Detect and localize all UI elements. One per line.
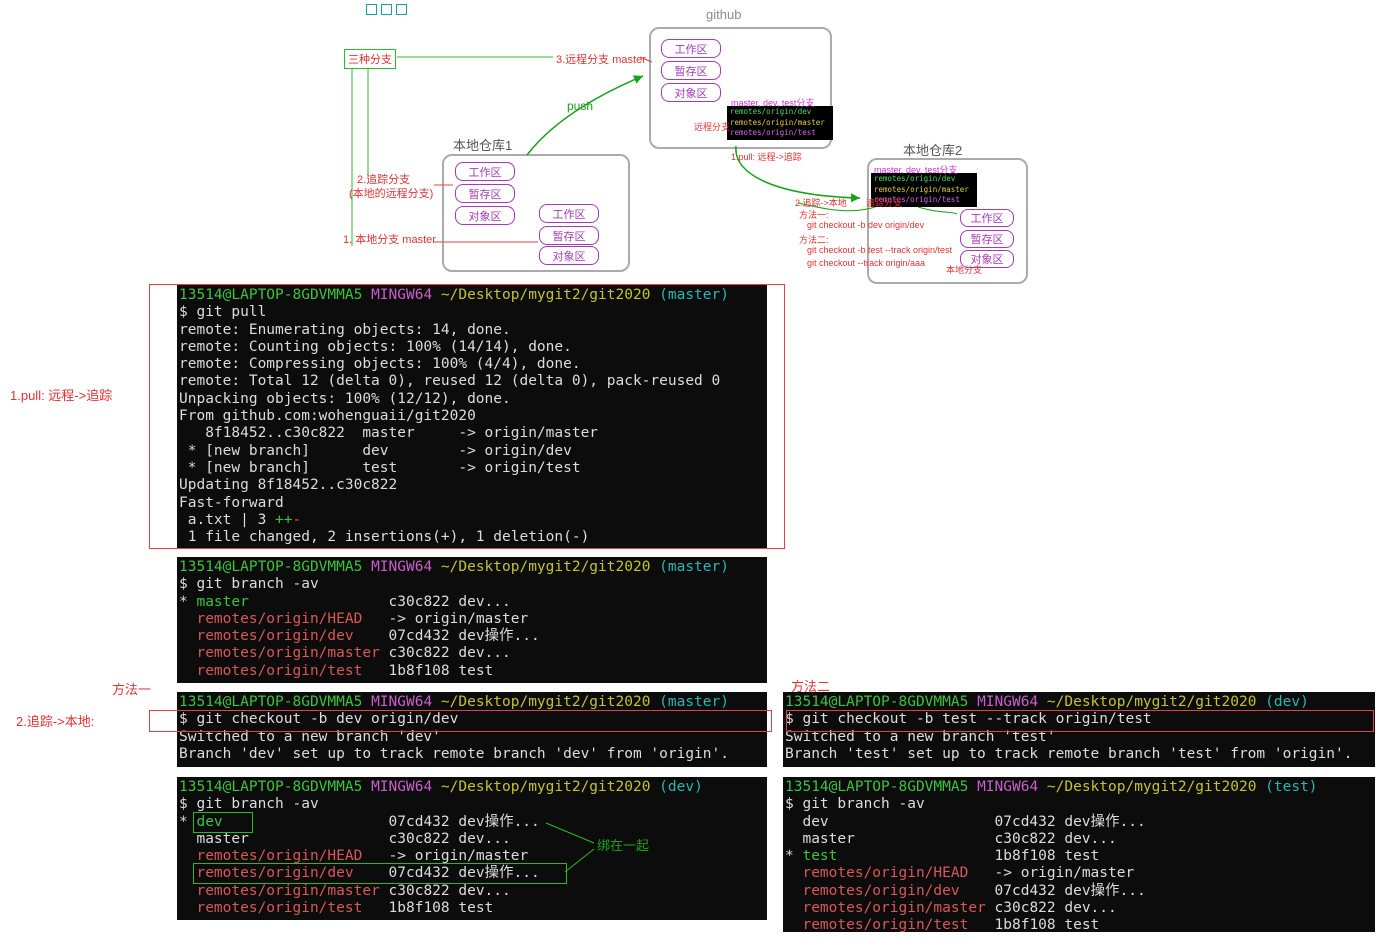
note-local-branch: 1. 本地分支 master [343, 231, 436, 247]
terminal-line: $ git branch -av [179, 796, 767, 813]
repo2-title: 本地仓库2 [903, 140, 962, 159]
note-push: push [567, 99, 593, 113]
terminal-line: $ git branch -av [785, 796, 1375, 813]
github-work-area-box: 工作区 [661, 39, 721, 58]
note-method1-cmd: git checkout -b dev origin/dev [807, 220, 924, 230]
github-remote-refs-box: remotes/origin/dev remotes/origin/master… [727, 106, 833, 140]
repo2-branches-note: master, dev, test分支 [874, 163, 957, 176]
terminal-line: remote: Compressing objects: 100% (4/4),… [179, 356, 767, 373]
push-arrow [527, 76, 643, 155]
terminal-line: remotes/origin/dev 07cd432 dev操作... [785, 883, 1375, 900]
terminal-line: Switched to a new branch 'test' [785, 729, 1375, 746]
label-pull-flow: 1.pull: 远程->追踪 [10, 385, 112, 404]
terminal-line: remotes/origin/master c30c822 dev... [179, 883, 767, 900]
terminal-line: master c30c822 dev... [785, 831, 1375, 848]
repo2-stage-area-box: 暂存区 [960, 230, 1014, 248]
terminal-line: remote: Enumerating objects: 14, done. [179, 322, 767, 339]
terminal-checkout-test[interactable]: 13514@LAPTOP-8GDVMMA5 MINGW64 ~/Desktop/… [783, 692, 1375, 767]
terminal-git-pull[interactable]: 13514@LAPTOP-8GDVMMA5 MINGW64 ~/Desktop/… [177, 285, 767, 548]
terminal-branch-av-test[interactable]: 13514@LAPTOP-8GDVMMA5 MINGW64 ~/Desktop/… [783, 777, 1375, 932]
terminal-line: 13514@LAPTOP-8GDVMMA5 MINGW64 ~/Desktop/… [785, 779, 1375, 796]
repo1-work-area-box: 工作区 [455, 162, 515, 181]
github-title: github [706, 7, 741, 22]
terminal-line: 8f18452..c30c822 master -> origin/master [179, 425, 767, 442]
terminal-line: a.txt | 3 ++- [179, 512, 767, 529]
label-track-to-local: 2.追踪->本地: [16, 711, 94, 730]
repo1-stage-area-box: 暂存区 [455, 184, 515, 203]
terminal-checkout-dev[interactable]: 13514@LAPTOP-8GDVMMA5 MINGW64 ~/Desktop/… [177, 692, 767, 767]
terminal-line: Branch 'test' set up to track remote bra… [785, 746, 1375, 763]
tool-icon [381, 4, 392, 15]
terminal-line: 13514@LAPTOP-8GDVMMA5 MINGW64 ~/Desktop/… [179, 287, 767, 304]
terminal-line: 1 file changed, 2 insertions(+), 1 delet… [179, 529, 767, 546]
github-stage-area-box: 暂存区 [661, 61, 721, 80]
repo1-object-area-box-2: 对象区 [539, 246, 599, 265]
terminal-line: $ git pull [179, 304, 767, 321]
terminal-line: Branch 'dev' set up to track remote bran… [179, 746, 767, 763]
terminal-line: From github.com:wohenguaii/git2020 [179, 408, 767, 425]
repo1-title: 本地仓库1 [453, 135, 512, 154]
terminal-line: remotes/origin/master c30c822 dev... [179, 645, 767, 662]
terminal-line: 13514@LAPTOP-8GDVMMA5 MINGW64 ~/Desktop/… [785, 694, 1375, 711]
note-method2-cmd2: git checkout --track origin/aaa [807, 258, 925, 268]
github-remote-branch-label: 远程分支 [694, 120, 730, 133]
terminal-line: * [new branch] test -> origin/test [179, 460, 767, 477]
github-branches-note: master, dev, test分支 [731, 96, 814, 109]
repo2-work-area-box: 工作区 [960, 209, 1014, 227]
terminal-line: remotes/origin/HEAD -> origin/master [179, 611, 767, 628]
note-method2-cmd1: git checkout -b test --track origin/test [807, 245, 952, 255]
terminal-line: * master c30c822 dev... [179, 594, 767, 611]
terminal-line: * test 1b8f108 test [785, 848, 1375, 865]
terminal-line: 13514@LAPTOP-8GDVMMA5 MINGW64 ~/Desktop/… [179, 779, 767, 796]
terminal-line: remotes/origin/test 1b8f108 test [179, 900, 767, 917]
terminal-line: remotes/origin/dev 07cd432 dev操作... [179, 865, 767, 882]
note-tracking-branch-sub: (本地的远程分支) [349, 185, 433, 201]
ref-origin-master: remotes/origin/master [874, 185, 974, 196]
terminal-line: remotes/origin/dev 07cd432 dev操作... [179, 628, 767, 645]
terminal-line: * dev 07cd432 dev操作... [179, 814, 767, 831]
note-pull-flow: 1.pull: 远程->追踪 [731, 150, 802, 163]
terminal-line: $ git checkout -b test --track origin/te… [785, 711, 1375, 728]
drawing-toolbar-remnant [366, 2, 411, 20]
terminal-line: Updating 8f18452..c30c822 [179, 477, 767, 494]
terminal-line: remotes/origin/test 1b8f108 test [785, 917, 1375, 932]
label-method2: 方法二 [791, 676, 830, 695]
terminal-line: remotes/origin/HEAD -> origin/master [785, 865, 1375, 882]
note-bind-together: 绑在一起 [597, 835, 649, 854]
legend-three-branches: 三种分支 [344, 49, 396, 69]
terminal-line: $ git branch -av [179, 576, 767, 593]
repo1-object-area-box: 对象区 [455, 206, 515, 225]
github-object-area-box: 对象区 [661, 83, 721, 102]
terminal-line: Fast-forward [179, 495, 767, 512]
repo2-local-branch-label: 本地分支 [946, 263, 982, 276]
terminal-line: master c30c822 dev... [179, 831, 767, 848]
terminal-line: dev 07cd432 dev操作... [785, 814, 1375, 831]
repo2-tracking-branch-label: 追踪分支 [866, 196, 902, 209]
tool-icon [396, 4, 407, 15]
terminal-line: 13514@LAPTOP-8GDVMMA5 MINGW64 ~/Desktop/… [179, 694, 767, 711]
terminal-line: remote: Total 12 (delta 0), reused 12 (d… [179, 373, 767, 390]
tool-icon [366, 4, 377, 15]
ref-origin-test: remotes/origin/test [730, 128, 830, 139]
note-remote-branch: 3.远程分支 master [556, 51, 646, 67]
terminal-branch-av-dev[interactable]: 13514@LAPTOP-8GDVMMA5 MINGW64 ~/Desktop/… [177, 777, 767, 920]
terminal-line: * [new branch] dev -> origin/dev [179, 443, 767, 460]
label-method1: 方法一 [112, 679, 151, 698]
terminal-line: remotes/origin/HEAD -> origin/master [179, 848, 767, 865]
terminal-line: 13514@LAPTOP-8GDVMMA5 MINGW64 ~/Desktop/… [179, 559, 767, 576]
repo1-stage-area-box-2: 暂存区 [539, 226, 599, 245]
repo1-work-area-box-2: 工作区 [539, 204, 599, 223]
terminal-branch-av-master[interactable]: 13514@LAPTOP-8GDVMMA5 MINGW64 ~/Desktop/… [177, 557, 767, 683]
terminal-line: Unpacking objects: 100% (12/12), done. [179, 391, 767, 408]
terminal-line: remote: Counting objects: 100% (14/14), … [179, 339, 767, 356]
terminal-line: remotes/origin/test 1b8f108 test [179, 663, 767, 680]
terminal-line: Switched to a new branch 'dev' [179, 729, 767, 746]
ref-origin-master: remotes/origin/master [730, 118, 830, 129]
terminal-line: remotes/origin/master c30c822 dev... [785, 900, 1375, 917]
terminal-line: $ git checkout -b dev origin/dev [179, 711, 767, 728]
